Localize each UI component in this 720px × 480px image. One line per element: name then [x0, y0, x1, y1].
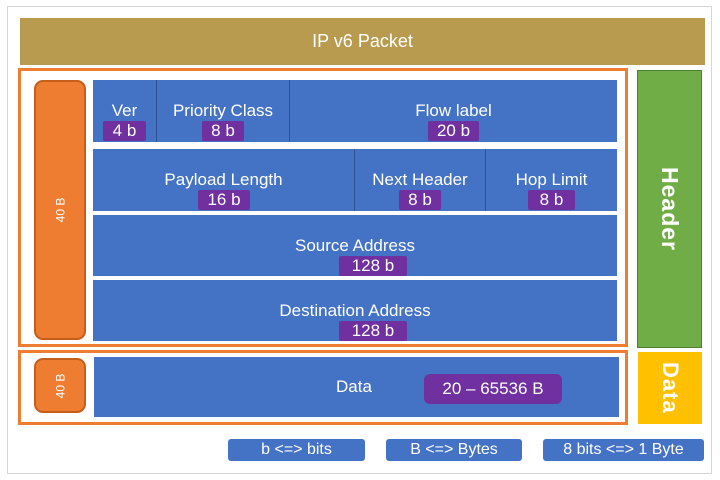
data-side-text: Data [658, 362, 683, 414]
field-payload-length-bits: 16 b [198, 190, 250, 210]
field-priority-class: Priority Class 8 b [157, 80, 289, 142]
field-flow-label-label: Flow label [415, 101, 492, 120]
field-destination-address: Destination Address 128 b [93, 280, 617, 341]
legend-bits: b <=> bits [228, 439, 365, 461]
field-next-header-bits: 8 b [399, 190, 441, 210]
data-size-label: 40 B [53, 373, 67, 398]
field-version-bits: 4 b [103, 121, 146, 141]
field-next-header-label: Next Header [372, 170, 468, 189]
field-payload-length: Payload Length 16 b [93, 149, 354, 211]
field-version-label: Ver [111, 101, 138, 120]
data-block-label: Data [336, 377, 372, 396]
field-flow-label-bits: 20 b [428, 121, 479, 141]
field-next-header: Next Header 8 b [355, 149, 485, 211]
field-flow-label: Flow label 20 b [290, 80, 617, 142]
data-side-label: Data [638, 352, 702, 424]
field-source-address: Source Address 128 b [93, 215, 617, 276]
field-hop-limit-label: Hop Limit [515, 170, 588, 189]
data-block-size: 20 – 65536 B [424, 374, 562, 404]
legend-bytes: B <=> Bytes [386, 439, 522, 461]
header-row-1: Ver 4 b Priority Class 8 b Flow label 20… [93, 80, 617, 142]
legend-conversion: 8 bits <=> 1 Byte [543, 439, 704, 461]
field-version: Ver 4 b [93, 80, 156, 142]
header-size-marker: 40 B [34, 80, 86, 340]
data-section-frame [18, 350, 628, 425]
data-size-marker: 40 B [34, 358, 86, 413]
header-side-text: Header [657, 167, 683, 251]
diagram-frame [7, 6, 712, 474]
field-source-address-bits: 128 b [339, 256, 407, 276]
field-destination-address-label: Destination Address [279, 301, 431, 320]
header-size-label: 40 B [53, 197, 67, 223]
header-row-2: Payload Length 16 b Next Header 8 b Hop … [93, 149, 617, 211]
field-hop-limit-bits: 8 b [528, 190, 575, 210]
header-side-label: Header [637, 70, 702, 348]
field-hop-limit: Hop Limit 8 b [486, 149, 617, 211]
packet-title: IP v6 Packet [20, 18, 705, 65]
field-source-address-label: Source Address [294, 236, 415, 255]
field-payload-length-label: Payload Length [164, 170, 283, 189]
field-destination-address-bits: 128 b [339, 321, 407, 341]
header-section-frame [18, 68, 628, 347]
field-priority-class-bits: 8 b [202, 121, 244, 141]
data-block: Data 20 – 65536 B [94, 357, 619, 417]
field-priority-class-label: Priority Class [172, 101, 274, 120]
